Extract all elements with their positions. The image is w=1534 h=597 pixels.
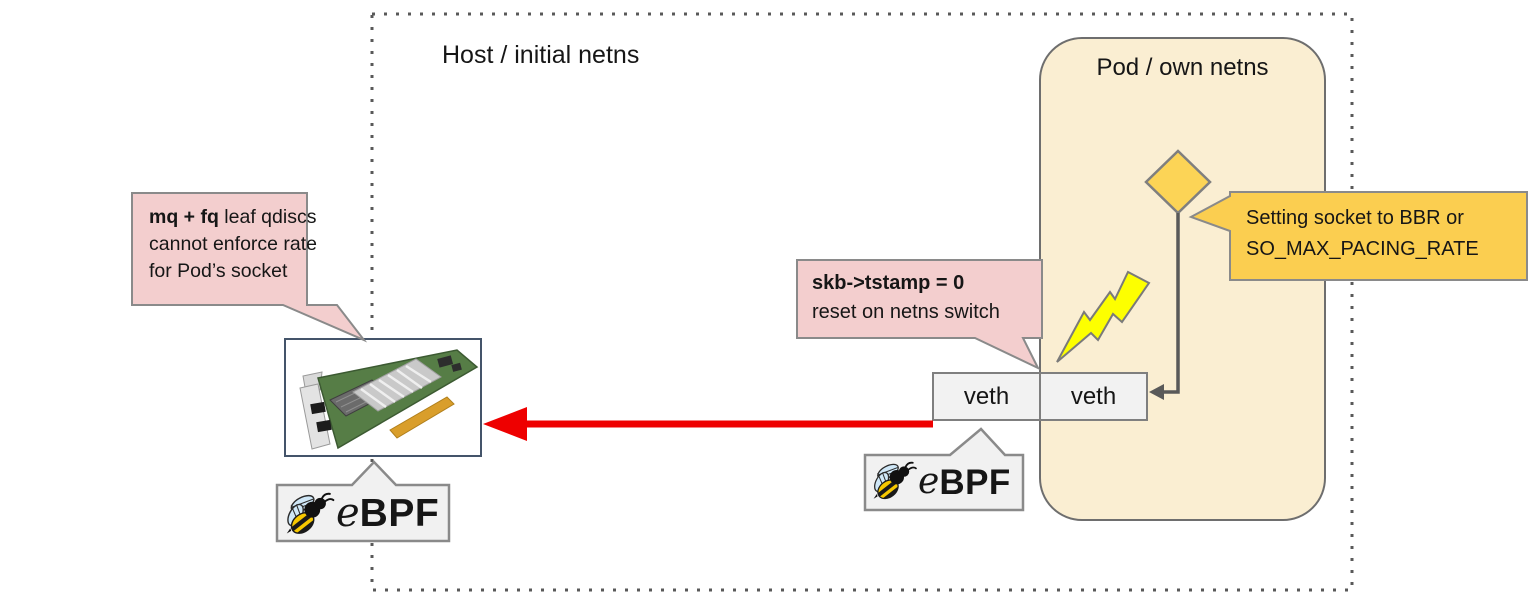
- ebpf-bpf-glyph: BPF: [359, 491, 440, 535]
- tstamp-callout-text: skb->tstamp = 0 reset on netns switch: [812, 269, 1000, 327]
- nic-image: [284, 338, 482, 457]
- ebpf-e-glyph: e: [336, 490, 360, 536]
- veth-host-label: veth: [963, 382, 1010, 410]
- pacing-callout-line2: SO_MAX_PACING_RATE: [1246, 238, 1479, 260]
- pod-netns-label: Pod / own netns: [1096, 54, 1269, 81]
- ebpf-e-glyph: e: [918, 461, 940, 502]
- diamond-to-veth-connector: [1160, 213, 1180, 394]
- veth-pod-label: veth: [1070, 382, 1117, 410]
- qdisc-callout-line2: cannot enforce rate: [149, 233, 318, 255]
- tstamp-callout-bubble: [796, 259, 1043, 371]
- veth-pod-box: [1039, 372, 1148, 421]
- tstamp-callout-line2: reset on netns switch: [812, 301, 1000, 323]
- qdisc-callout-line3: for Pod’s socket: [149, 260, 288, 282]
- qdisc-callout-line1: mq + fq leaf qdiscs: [149, 206, 317, 228]
- ebpf-bpf-glyph: BPF: [939, 462, 1011, 502]
- veth-host-box: [932, 372, 1041, 421]
- pacing-callout-bubble: [1188, 191, 1528, 281]
- connector-arrowhead-icon: [1149, 384, 1164, 400]
- ebpf-badge-host: [275, 460, 451, 543]
- host-netns-label: Host / initial netns: [442, 41, 640, 69]
- pacing-callout-line1: Setting socket to BBR or: [1246, 207, 1464, 229]
- qdisc-callout-bubble: [131, 192, 368, 343]
- pacing-callout-text: Setting socket to BBR or SO_MAX_PACING_R…: [1246, 203, 1479, 265]
- tstamp-callout-line1: skb->tstamp = 0: [812, 272, 965, 294]
- ebpf-badge-veth: [863, 427, 1025, 512]
- qdisc-callout-text: mq + fq leaf qdiscs cannot enforce rate …: [149, 204, 317, 285]
- lightning-bolt-icon: [1056, 270, 1151, 363]
- packet-flow-arrowhead-icon: [483, 407, 527, 441]
